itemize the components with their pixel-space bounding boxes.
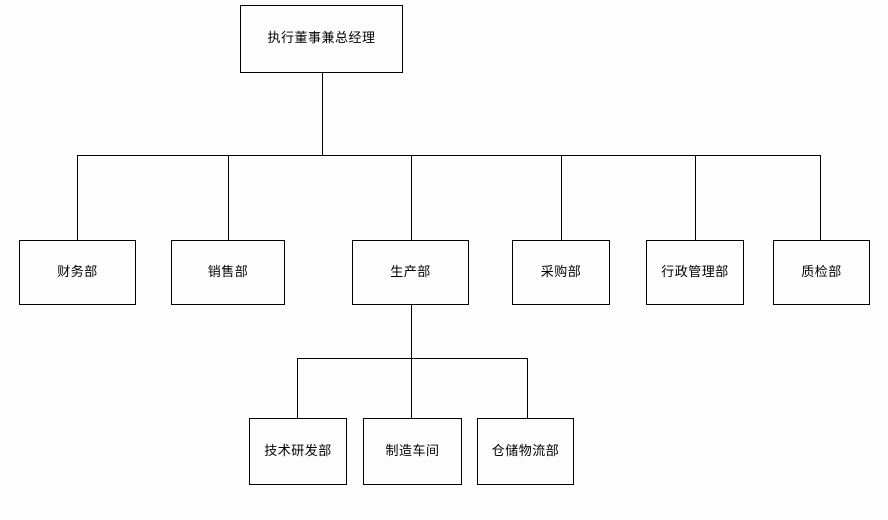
node-rnd-department[interactable]: 技术研发部 <box>249 418 347 485</box>
connector-drop-sales <box>228 155 229 240</box>
connector-drop-rnd <box>297 358 298 418</box>
connector-drop-finance <box>77 155 78 240</box>
connector-root-drop <box>322 73 323 155</box>
node-administration-department[interactable]: 行政管理部 <box>646 240 744 305</box>
node-label: 生产部 <box>390 264 431 280</box>
node-sales-department[interactable]: 销售部 <box>171 240 285 305</box>
connector-drop-logistics <box>527 358 528 418</box>
node-label: 执行董事兼总经理 <box>267 31 376 47</box>
connector-drop-quality <box>820 155 821 240</box>
connector-level3-bus <box>297 358 528 359</box>
node-label: 技术研发部 <box>264 443 332 459</box>
node-label: 采购部 <box>540 264 582 280</box>
node-label: 财务部 <box>57 264 98 280</box>
connector-drop-procurement <box>561 155 562 240</box>
connector-level2-bus <box>77 155 821 156</box>
node-procurement-department[interactable]: 采购部 <box>512 240 610 305</box>
connector-production-drop <box>411 305 412 358</box>
connector-drop-production <box>411 155 412 240</box>
node-manufacturing-workshop[interactable]: 制造车间 <box>363 418 462 485</box>
node-label: 行政管理部 <box>661 264 729 280</box>
node-label: 制造车间 <box>385 443 440 459</box>
node-warehousing-logistics-department[interactable]: 仓储物流部 <box>477 418 574 485</box>
node-finance-department[interactable]: 财务部 <box>19 240 136 305</box>
node-production-department[interactable]: 生产部 <box>352 240 469 305</box>
node-label: 仓储物流部 <box>491 443 560 459</box>
connector-drop-administration <box>695 155 696 240</box>
node-label: 销售部 <box>207 264 249 280</box>
connector-drop-workshop <box>411 358 412 418</box>
node-label: 质检部 <box>801 264 842 280</box>
node-executive-director-general-manager[interactable]: 执行董事兼总经理 <box>240 5 403 73</box>
node-quality-inspection-department[interactable]: 质检部 <box>773 240 870 305</box>
